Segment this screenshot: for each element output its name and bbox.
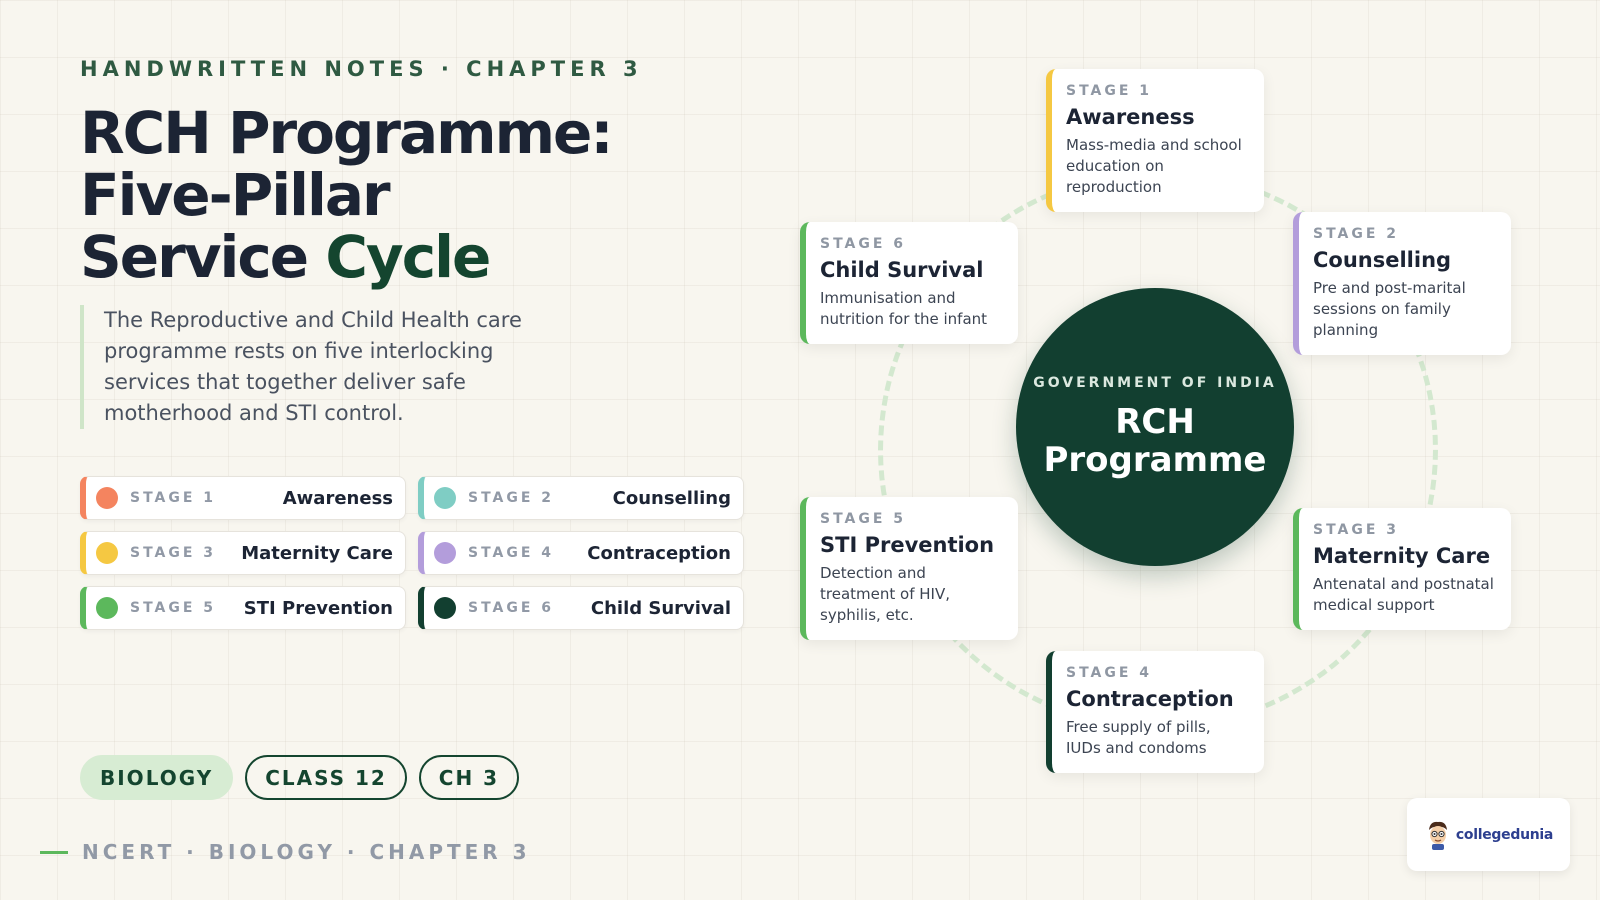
card-name: Child Survival [820,258,984,282]
stage-code: STAGE 2 [468,490,555,506]
card-code: STAGE 6 [820,236,907,252]
stage-code: STAGE 1 [130,490,217,506]
card-desc: Antenatal and postnatal medical support [1313,575,1494,614]
stage-name: STI Prevention [243,597,393,619]
stage-name: Child Survival [590,597,731,619]
footer-text: NCERT · BIOLOGY · CHAPTER 3 [82,840,531,864]
stage-name: Awareness [282,487,393,509]
hub-title-line1: RCH [1115,402,1195,442]
footer-dash [40,850,68,854]
stage-card-1: STAGE 1 Awareness Mass-media and school … [1046,69,1264,212]
intro-text: The Reproductive and Child Health care p… [80,305,530,429]
stage-code: STAGE 3 [130,545,217,561]
stage-chip-2: STAGE 2 Counselling [418,476,744,520]
card-name: Awareness [1066,105,1195,129]
card-name: STI Prevention [820,533,995,557]
card-desc: Detection and treatment of HIV, syphilis… [820,564,950,624]
card-desc: Free supply of pills, IUDs and condoms [1066,718,1211,757]
stage-code: STAGE 5 [130,600,217,616]
logo-wordmark: collegedunia [1455,826,1554,843]
stage-chip-1: STAGE 1 Awareness [80,476,406,520]
stage-dot-icon [96,542,118,564]
card-code: STAGE 4 [1066,665,1153,681]
card-name: Contraception [1066,687,1234,711]
hub-circle: GOVERNMENT OF INDIA RCH Programme [1016,288,1294,566]
stage-chip-4: STAGE 4 Contraception [418,531,744,575]
card-code: STAGE 2 [1313,226,1400,242]
stage-dot-icon [96,597,118,619]
card-code: STAGE 1 [1066,83,1153,99]
hub-kicker: GOVERNMENT OF INDIA [1033,375,1277,391]
footer: NCERT · BIOLOGY · CHAPTER 3 [40,840,531,864]
card-code: STAGE 3 [1313,522,1400,538]
card-name: Maternity Care [1313,544,1491,568]
stage-dot-icon [434,542,456,564]
stage-card-6: STAGE 6 Child Survival Immunisation and … [800,222,1018,344]
tag-chapter: CH 3 [418,755,520,800]
page-title: RCH Programme: Five-Pillar Service Cycle [80,102,760,288]
tag-row: BIOLOGY CLASS 12 CH 3 [80,755,520,800]
stage-name: Maternity Care [241,542,393,564]
mascot-icon [1428,821,1447,850]
title-part2: Service [80,223,309,291]
card-desc: Pre and post-marital sessions on family … [1313,279,1466,339]
hub-title-line2: Programme [1043,440,1267,480]
title-accent: Cycle [325,223,491,291]
card-desc: Immunisation and nutrition for the infan… [820,289,988,328]
stage-legend: STAGE 1 Awareness STAGE 2 Counselling ST… [80,476,744,630]
stage-dot-icon [434,487,456,509]
stage-code: STAGE 6 [468,600,555,616]
stage-card-2: STAGE 2 Counselling Pre and post-marital… [1293,212,1511,355]
tag-biology: BIOLOGY [80,755,234,800]
card-desc: Mass-media and school education on repro… [1066,136,1242,196]
stage-chip-5: STAGE 5 STI Prevention [80,586,406,630]
title-part1: RCH Programme: Five-Pillar [80,99,614,229]
stage-dot-icon [434,597,456,619]
tag-class: CLASS 12 [245,755,407,800]
stage-name: Contraception [587,542,731,564]
stage-code: STAGE 4 [468,545,555,561]
card-code: STAGE 5 [820,511,907,527]
stage-dot-icon [96,487,118,509]
eyebrow: HANDWRITTEN NOTES · CHAPTER 3 [80,57,643,81]
collegedunia-logo[interactable]: collegedunia [1407,798,1570,871]
stage-name: Counselling [612,487,731,509]
stage-card-3: STAGE 3 Maternity Care Antenatal and pos… [1293,508,1511,630]
card-name: Counselling [1313,248,1452,272]
stage-chip-6: STAGE 6 Child Survival [418,586,744,630]
hub-title: RCH Programme [1043,403,1266,479]
stage-chip-3: STAGE 3 Maternity Care [80,531,406,575]
stage-card-5: STAGE 5 STI Prevention Detection and tre… [800,497,1018,640]
stage-card-4: STAGE 4 Contraception Free supply of pil… [1046,651,1264,773]
